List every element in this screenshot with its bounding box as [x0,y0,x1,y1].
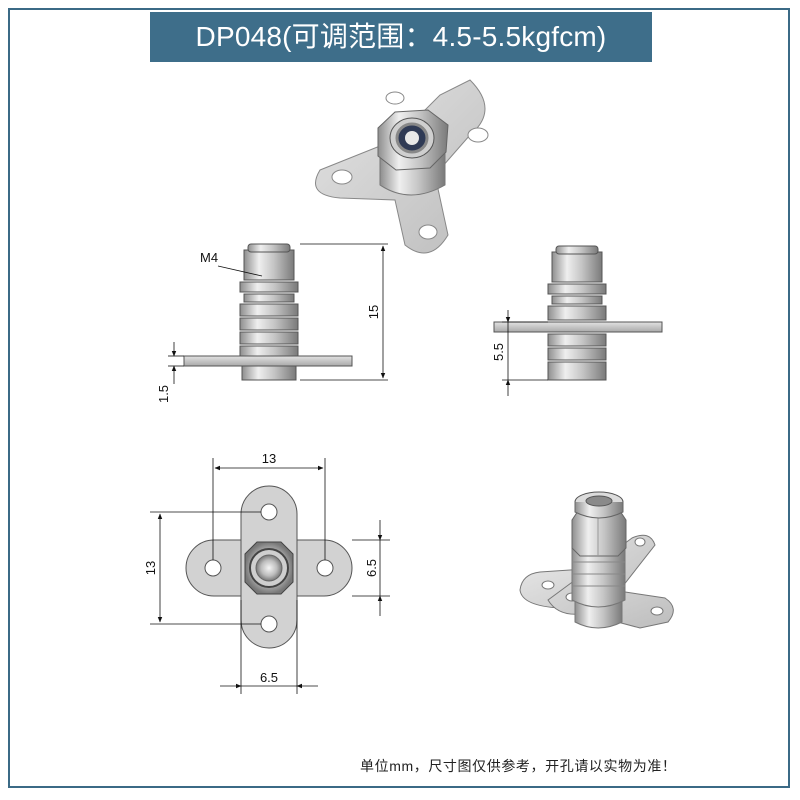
page-title: DP048(可调范围：4.5-5.5kgfcm) [195,21,607,52]
height-total-label: 15 [366,305,381,319]
tab-width-v-label: 6.5 [364,559,379,577]
thread-label: M4 [200,250,218,265]
height-span-label: 13 [143,561,158,575]
tab-width-h-label: 6.5 [260,670,278,685]
title-bar: DP048(可调范围：4.5-5.5kgfcm) [150,12,652,62]
product-photo-top [315,79,489,254]
plan-view [150,458,390,694]
outer-frame [8,8,790,788]
plate-offset-label: 5.5 [491,343,506,361]
side-view-right [493,245,663,396]
plate-thickness-label: 1.5 [156,385,171,403]
footer-note: 单位mm，尺寸图仅供参考，开孔请以实物为准！ [360,758,677,774]
isometric-render [519,491,674,629]
side-view-left [168,243,388,384]
width-span-label: 13 [262,451,276,466]
